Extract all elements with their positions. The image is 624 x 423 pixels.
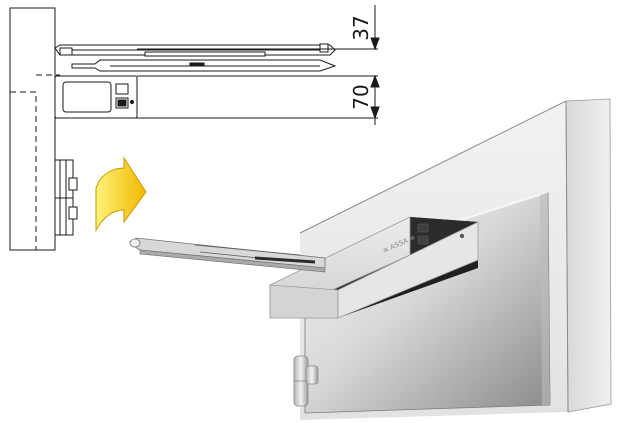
- plan-wall: [9, 7, 56, 251]
- dimension-70: [370, 74, 380, 125]
- door-hinge-3d: [293, 355, 319, 407]
- plan-view-drawing: [9, 5, 380, 251]
- closer-arm-3d: [129, 237, 326, 273]
- dimension-70-label: 70: [349, 84, 373, 109]
- plan-door-dashed-outline: [10, 91, 37, 250]
- curved-arrow-icon: [95, 156, 147, 232]
- plan-arm: [54, 43, 337, 72]
- plan-closer-body: [54, 75, 138, 119]
- dimension-37-label: 37: [349, 15, 373, 40]
- dimension-37: [370, 5, 380, 51]
- plan-hinge: [54, 159, 78, 236]
